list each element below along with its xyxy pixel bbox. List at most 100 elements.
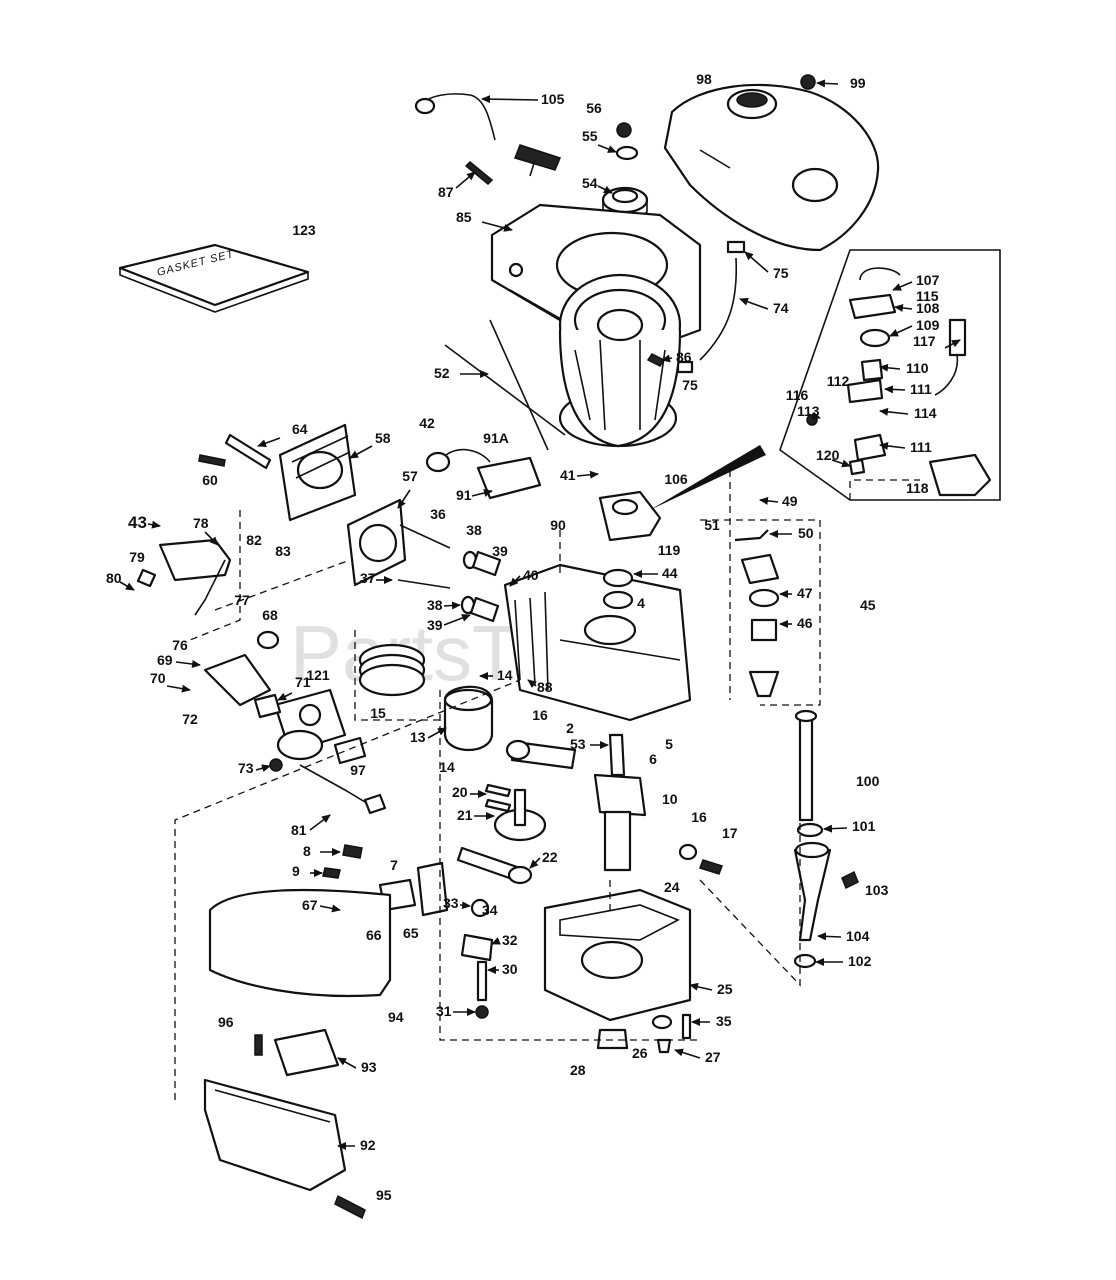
callout-label-p38b: 38 (427, 597, 443, 613)
nut-56 (616, 122, 632, 138)
seal-28 (596, 1028, 629, 1050)
callout-label-p8: 8 (303, 843, 311, 859)
seal-4 (602, 590, 634, 610)
breather-tube (699, 257, 738, 361)
callout-label-p26: 26 (632, 1045, 648, 1061)
callout-label-p45: 45 (860, 597, 876, 613)
spring-39b (469, 596, 500, 623)
callout-label-p4: 4 (637, 595, 645, 611)
callout-label-p94: 94 (388, 1009, 404, 1025)
callout-label-p57: 57 (402, 468, 418, 484)
oil-sump (543, 888, 692, 1022)
callout-arrow-p113 (807, 411, 821, 420)
callout-arrow-p71 (277, 692, 293, 701)
callout-label-p100: 100 (856, 773, 880, 789)
callout-label-p36: 36 (430, 506, 446, 522)
valve-36 (399, 524, 451, 549)
callout-label-p16b: 16 (691, 809, 707, 825)
callout-arrow-p91 (471, 489, 493, 497)
inset-arrow (650, 445, 766, 510)
callout-label-p81: 81 (291, 822, 307, 838)
plate-45 (740, 553, 780, 585)
callout-label-p56: 56 (586, 100, 602, 116)
part-33 (470, 898, 490, 918)
callout-label-p71: 71 (295, 674, 311, 690)
callout-label-p82: 82 (246, 532, 262, 548)
callout-label-p52: 52 (434, 365, 450, 381)
callout-label-p97: 97 (350, 762, 366, 778)
gasket-set-booklet: GASKET SET (118, 243, 310, 313)
callout-arrow-p108 (894, 303, 913, 312)
callout-label-p79: 79 (129, 549, 145, 565)
callout-label-p55: 55 (582, 128, 598, 144)
ignition-module (476, 456, 542, 500)
callout-label-p67: 67 (302, 897, 318, 913)
callout-arrow-p57 (397, 489, 411, 509)
screw-60 (198, 454, 226, 467)
callout-label-p24: 24 (664, 879, 680, 895)
callout-label-p30: 30 (502, 961, 518, 977)
oring-101 (796, 822, 824, 838)
callout-arrow-p55 (597, 144, 617, 153)
callout-label-p111a: 111 (910, 381, 932, 397)
callout-label-p110: 110 (906, 360, 929, 376)
spark-plug (224, 433, 272, 470)
piston (443, 685, 494, 752)
cylinder-head (278, 423, 357, 522)
callout-label-p70: 70 (150, 670, 166, 686)
callout-label-p98: 98 (696, 71, 712, 87)
ignition-coil-lead (425, 448, 491, 473)
callout-arrow-p111b (879, 441, 906, 450)
tappet-20b (484, 798, 512, 813)
bolt-35 (681, 1013, 692, 1040)
callout-label-p60: 60 (202, 472, 218, 488)
callout-label-p87: 87 (438, 184, 454, 200)
callout-label-p120: 120 (816, 447, 840, 463)
callout-arrow-p88 (527, 679, 537, 688)
seal-44 (602, 568, 634, 588)
callout-label-p106: 106 (664, 471, 688, 487)
link-81 (299, 764, 371, 806)
callout-label-p2: 2 (566, 720, 574, 736)
callout-label-p99: 99 (850, 75, 866, 91)
callout-label-p78: 78 (193, 515, 209, 531)
callout-label-p38a: 38 (466, 522, 482, 538)
camshaft-gear (493, 788, 547, 842)
callout-arrow-p105 (481, 95, 539, 104)
callout-arrow-p73 (255, 764, 271, 773)
brake-wire (444, 344, 566, 436)
callout-label-p73: 73 (238, 760, 254, 776)
callout-arrow-p49 (759, 496, 779, 505)
callout-label-p50: 50 (798, 525, 814, 541)
stop-wire (489, 319, 549, 451)
callout-arrow-p87 (455, 171, 476, 189)
throttle-bracket (158, 538, 232, 582)
callout-arrow-p114 (879, 407, 909, 416)
callout-label-p86: 86 (676, 349, 692, 365)
callout-label-p58: 58 (375, 430, 391, 446)
callout-arrow-p67 (319, 904, 341, 913)
callout-label-p105: 105 (541, 91, 565, 107)
cylinder-block (503, 563, 692, 722)
governor-32 (460, 933, 494, 962)
callout-label-p116: 116 (786, 387, 809, 403)
callout-arrow-p38b (443, 601, 461, 610)
callout-label-p76: 76 (172, 637, 188, 653)
callout-label-p118: 118 (906, 480, 929, 496)
callout-arrow-p40 (509, 575, 521, 587)
callout-label-p107: 107 (916, 272, 940, 288)
callout-label-p121: 121 (306, 667, 330, 683)
seal-68 (256, 630, 280, 650)
callout-label-p43: 43 (128, 513, 147, 532)
callout-label-p109: 109 (916, 317, 940, 333)
callout-arrow-p110 (879, 363, 901, 372)
callout-label-p113: 113 (797, 403, 820, 419)
callout-label-p111b: 111 (910, 439, 932, 455)
callout-label-p17: 17 (722, 825, 738, 841)
shaft-30 (476, 960, 488, 1002)
callout-label-p90: 90 (550, 517, 566, 533)
part-31 (475, 1005, 489, 1019)
callout-label-p104: 104 (846, 928, 870, 944)
callout-label-p13: 13 (410, 729, 426, 745)
callout-arrow-p70 (166, 684, 191, 693)
